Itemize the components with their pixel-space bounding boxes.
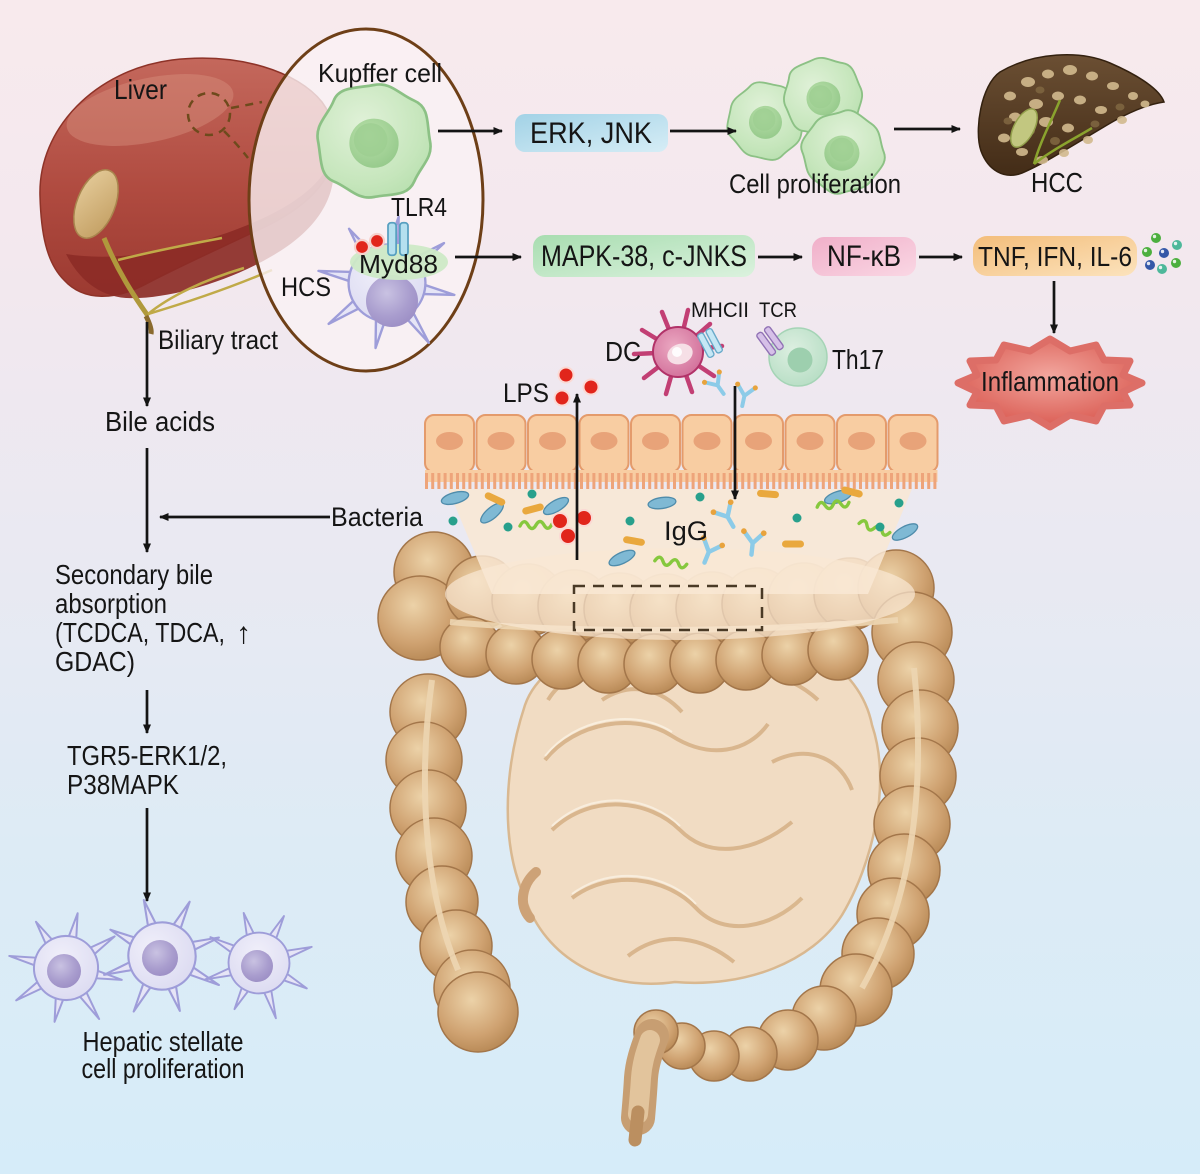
erk-jnk-box: [515, 114, 668, 152]
labels-layer: Liver Kupffer cell TLR4 Myd88 HCS Biliar…: [55, 58, 1132, 1084]
lps-dots-above: [553, 366, 600, 407]
igg-label: IgG: [664, 516, 708, 546]
gut-bacteria: [440, 486, 919, 571]
kupffer-cell-illustration: [316, 83, 432, 199]
hepatic-stellate-cells-illustration: [0, 880, 333, 1036]
nfkb-box: [812, 237, 916, 276]
gallbladder: [73, 169, 119, 239]
nfkb-label: NF-κB: [827, 240, 901, 273]
erk-jnk-label: ERK, JNK: [530, 117, 652, 150]
myd88-label: Myd88: [359, 249, 438, 279]
liver-illustration: [39, 57, 337, 335]
appendix: [517, 867, 541, 923]
lps-label: LPS: [503, 378, 549, 408]
mapk-label: MAPK-38, c-JNKS: [541, 240, 747, 273]
tgr5-line2: P38MAPK: [67, 769, 179, 800]
hcs-cell-illustration: [305, 203, 468, 362]
mhcii-label: MHCII: [691, 299, 749, 322]
red-up-arrow: ↑: [236, 617, 251, 650]
bile-duct: [101, 237, 151, 318]
dc-label: DC: [605, 336, 641, 367]
hcs-label: HCS: [281, 272, 331, 302]
mapk-box: [533, 235, 755, 277]
rectum: [621, 1019, 669, 1147]
cytokine-box: [973, 236, 1137, 276]
secondary-bile-line1: Secondary bile: [55, 559, 213, 590]
lps-ligand-dots: [353, 232, 386, 256]
th17-label: Th17: [832, 344, 884, 375]
bile-acids-label: Bile acids: [105, 406, 215, 437]
cell-proliferation-label: Cell proliferation: [729, 169, 901, 199]
colon-dashed-focus-box: [572, 584, 764, 632]
magnifier-dashed-circle: [186, 91, 263, 159]
intestinal-epithelium: [424, 414, 939, 489]
hcc-nodules: [998, 65, 1150, 164]
tcr-label: TCR: [759, 299, 797, 322]
tgr5-line1: TGR5-ERK1/2,: [67, 740, 227, 771]
tlr4-label: TLR4: [391, 192, 447, 222]
kupffer-cell-label: Kupffer cell: [318, 58, 442, 88]
cytokine-dots: [1142, 233, 1182, 274]
secondary-bile-line4: GDAC): [55, 646, 135, 677]
hcc-liver-illustration: [977, 54, 1165, 176]
hcs-nucleus: [366, 275, 418, 327]
inflammation-burst: [954, 335, 1146, 431]
hsc-label-line2: cell proliferation: [82, 1053, 245, 1084]
dendritic-cell-illustration: [631, 307, 725, 397]
hcc-gallbladder: [1010, 108, 1038, 148]
inflammation-label: Inflammation: [981, 366, 1119, 397]
hsc-label-line1: Hepatic stellate: [83, 1026, 244, 1057]
epithelial-nuclei: [436, 432, 927, 450]
myd88-region: [350, 244, 448, 280]
hcc-label: HCC: [1031, 167, 1083, 198]
secondary-bile-line3: (TCDCA, TDCA,: [55, 617, 225, 648]
cytokines-label: TNF, IFN, IL-6: [978, 241, 1132, 272]
liver-label: Liver: [114, 74, 167, 105]
secondary-bile-line2: absorption: [55, 588, 167, 619]
flow-arrows: [143, 125, 1058, 902]
th17-cell-illustration: [755, 325, 828, 387]
biliary-tract-label: Biliary tract: [158, 325, 278, 355]
bacteria-label: Bacteria: [331, 502, 424, 532]
